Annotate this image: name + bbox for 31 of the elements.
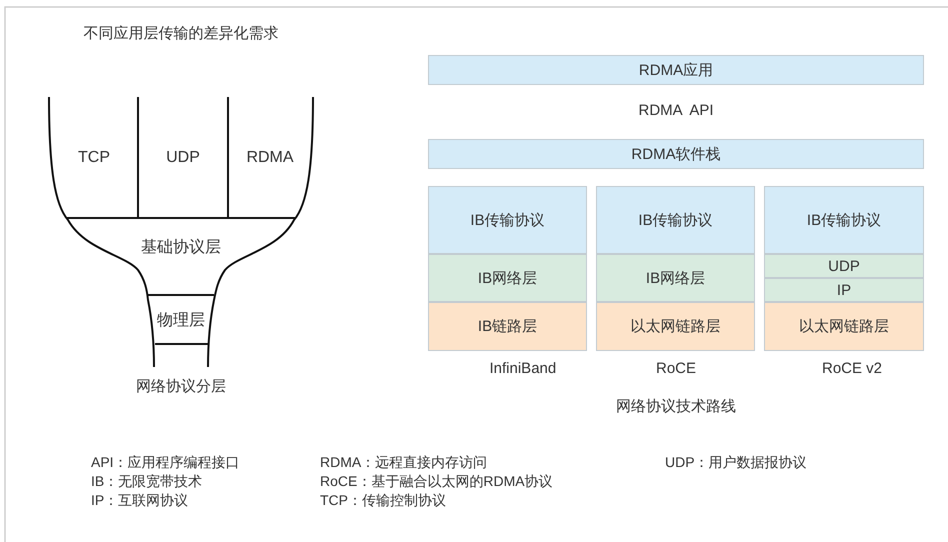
- note: TCP：传输控制协议: [320, 492, 446, 510]
- layer-box: RDMA应用: [428, 55, 924, 85]
- layer-label: UDP: [138, 100, 228, 215]
- caption: 网络协议技术路线: [616, 397, 736, 416]
- layer-box: IB传输协议: [428, 186, 587, 254]
- note: RDMA：远程直接内存访问: [320, 454, 488, 472]
- layer-box: IB链路层: [428, 302, 587, 351]
- layer-box: IB传输协议: [596, 186, 755, 254]
- heading: 不同应用层传输的差异化需求: [84, 24, 278, 43]
- layer-label: 物理层: [150, 300, 212, 340]
- layer-box: IB网络层: [428, 254, 587, 302]
- note: UDP：用户数据报协议: [665, 454, 807, 472]
- layer-box: 以太网链路层: [596, 302, 755, 351]
- layer-box: IB网络层: [596, 254, 755, 302]
- column-caption: RoCE: [656, 360, 696, 377]
- layer-box: UDP: [764, 254, 924, 278]
- layer-box: IB传输协议: [764, 186, 924, 254]
- column-caption: InfiniBand: [490, 360, 556, 377]
- column-caption: RoCE v2: [822, 360, 882, 377]
- note: IB：无限宽带技术: [91, 473, 202, 491]
- layer-label: TCP: [50, 100, 138, 215]
- note: IP：互联网协议: [91, 492, 188, 510]
- note: RoCE：基于融合以太网的RDMA协议: [320, 473, 553, 491]
- layer-box: IP: [764, 278, 924, 302]
- layer-label: RDMA: [228, 100, 312, 215]
- interface-label: RDMA API: [638, 102, 714, 119]
- caption: 网络协议分层: [136, 377, 226, 396]
- note: API：应用程序编程接口: [91, 454, 240, 472]
- layer-box: 以太网链路层: [764, 302, 924, 351]
- layer-box: RDMA软件栈: [428, 139, 924, 169]
- layer-label: 基础协议层: [90, 222, 272, 272]
